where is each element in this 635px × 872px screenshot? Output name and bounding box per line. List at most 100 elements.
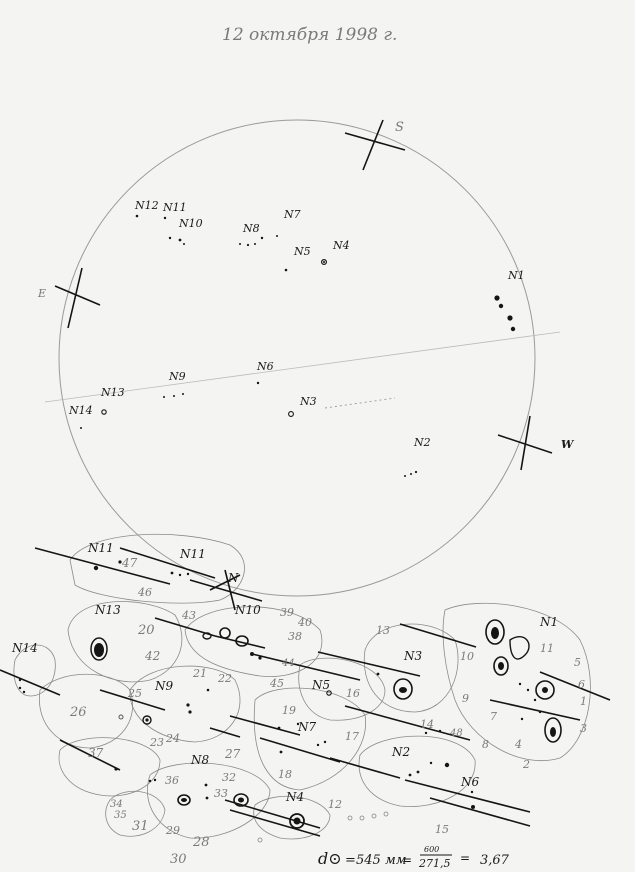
- spot-number-15: 15: [435, 823, 449, 836]
- detail-label-n3: N3: [403, 649, 423, 663]
- detail-label-n9: N9: [154, 679, 174, 693]
- spot-number-10: 10: [460, 650, 474, 663]
- spot-number-8: 8: [482, 738, 489, 751]
- spot-number-27: 27: [224, 747, 241, 761]
- south-marker: S: [344, 119, 406, 171]
- spot-number-5: 5: [574, 656, 581, 669]
- disk-label-n3: N3: [299, 395, 317, 408]
- date-heading: 12 октября 1998 г.: [222, 25, 397, 45]
- spot-number-25: 25: [127, 687, 142, 700]
- west-marker: W: [497, 415, 575, 471]
- west-label: W: [561, 438, 575, 451]
- disk-label-n5: N5: [293, 245, 311, 258]
- spot-number-24: 24: [165, 732, 180, 745]
- spot-number-29: 29: [165, 824, 180, 837]
- disk-label-n6: N6: [256, 360, 274, 373]
- diameter-formula: d⊙ = 545 мм = 600 271,5 = 3,67: [318, 845, 510, 870]
- spot-number-36: 36: [165, 774, 179, 787]
- disk-label-n14: N14: [68, 404, 93, 417]
- detail-label-n5: N5: [311, 678, 330, 692]
- spot-number-30: 30: [170, 852, 187, 867]
- spot-number-26: 26: [69, 705, 87, 720]
- formula-result: 3,67: [480, 853, 510, 868]
- detail-label-n1: N1: [539, 615, 558, 629]
- formula-numerator: 600: [424, 845, 439, 854]
- spot-number-16: 16: [346, 687, 360, 700]
- spot-number-22: 22: [217, 672, 232, 685]
- detail-label-n13: N13: [94, 603, 121, 617]
- svg-text:=: =: [345, 853, 356, 868]
- formula-denominator: 271,5: [418, 857, 451, 870]
- spot-number-43: 43: [181, 609, 196, 622]
- disk-label-n9: N9: [168, 370, 186, 383]
- spot-number-32: 32: [222, 771, 236, 784]
- svg-text:=: =: [460, 851, 470, 865]
- spot-number-21: 21: [192, 667, 207, 680]
- spot-number-1: 1: [580, 695, 587, 708]
- disk-label-n4: N4: [332, 239, 350, 252]
- detail-label-n2: N2: [391, 745, 410, 759]
- disk-label-n13: N13: [100, 386, 125, 399]
- disk-label-n10: N10: [178, 217, 203, 230]
- detail-sunspots: [18, 560, 562, 843]
- spot-number-9: 9: [462, 692, 469, 705]
- spot-number-6: 6: [578, 678, 585, 691]
- disk-label-n7: N7: [283, 208, 301, 221]
- east-label: E: [37, 287, 46, 300]
- spot-number-37: 37: [88, 746, 104, 760]
- spot-number-20: 20: [137, 623, 155, 638]
- disk-label-n8: N8: [242, 222, 260, 235]
- spot-number-42: 42: [144, 649, 160, 663]
- detail-label-north: N: [227, 571, 239, 585]
- equator-line: [44, 331, 561, 403]
- track-line: [324, 397, 396, 409]
- spot-number-45: 45: [269, 677, 284, 690]
- spot-number-39: 39: [280, 606, 294, 619]
- spot-number-47: 47: [121, 556, 138, 570]
- disk-label-n12: N12: [134, 199, 159, 212]
- detail-label-n14: N14: [11, 641, 38, 655]
- disk-label-n11: N11: [162, 201, 187, 214]
- disk-limb: [58, 119, 536, 597]
- spot-number-31: 31: [132, 819, 149, 834]
- spot-number-35: 35: [114, 810, 127, 821]
- disk-label-n2: N2: [413, 436, 431, 449]
- spot-number-48: 48: [449, 728, 463, 739]
- disk-label-n1: N1: [507, 269, 525, 282]
- detail-label-n6: N6: [460, 775, 480, 789]
- spot-number-7: 7: [490, 710, 497, 723]
- detail-label-n12: N11: [87, 541, 114, 555]
- solar-disk: S E W N12 N11 N10 N8 N7 N5 N4 N1 N6 N9 N…: [37, 119, 575, 597]
- spot-number-40: 40: [297, 616, 312, 629]
- spot-number-14: 14: [420, 718, 434, 731]
- spot-number-34: 34: [110, 799, 123, 810]
- disk-sunspots: [80, 214, 516, 477]
- spot-number-38: 38: [288, 630, 302, 643]
- spot-number-3: 3: [580, 722, 587, 735]
- spot-number-12: 12: [328, 798, 342, 811]
- detail-label-n7: N7: [297, 720, 317, 734]
- detail-label-n10: N10: [234, 603, 261, 617]
- formula-value: 545 мм: [356, 853, 407, 868]
- spot-number-33: 33: [214, 787, 228, 800]
- east-marker: E: [37, 267, 101, 329]
- detail-label-n4: N4: [285, 790, 304, 804]
- svg-text:=: =: [402, 853, 412, 867]
- spot-number-28: 28: [192, 835, 210, 850]
- detail-label-n8: N8: [190, 753, 210, 767]
- detail-sketch: N11 N11 N N13 N10 N14 N3 N1 N9 N5 N7 N2 …: [0, 533, 611, 870]
- spot-number-46: 46: [137, 586, 152, 599]
- spot-number-4: 4: [514, 738, 522, 751]
- spot-number-labels: 1 2 3 4 5 6 7 8 9 10 11 12 13 14 15 16 1…: [69, 556, 587, 867]
- spot-number-2: 2: [522, 758, 530, 771]
- spot-number-17: 17: [345, 730, 359, 743]
- spot-number-23: 23: [149, 736, 164, 749]
- spot-number-44: 44: [281, 658, 295, 669]
- spot-number-13: 13: [376, 624, 390, 637]
- spot-number-19: 19: [282, 704, 296, 717]
- guide-lines: [0, 547, 611, 837]
- formula-lhs: d⊙: [318, 849, 342, 868]
- detail-label-n11: N11: [179, 547, 206, 561]
- spot-number-11: 11: [540, 642, 554, 655]
